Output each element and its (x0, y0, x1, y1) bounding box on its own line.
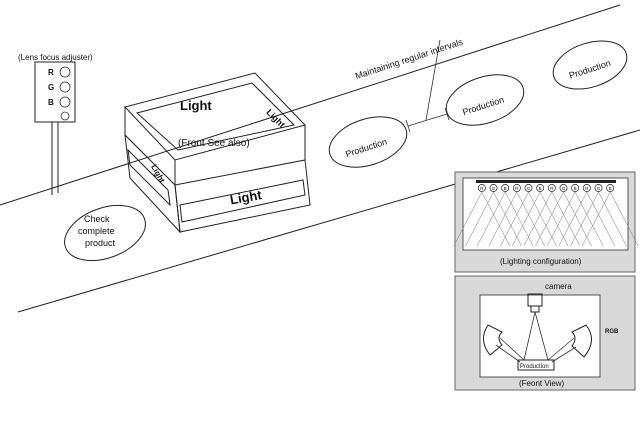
light-beam (523, 191, 553, 247)
led-7: R (547, 184, 556, 192)
indicator-b: B (48, 96, 71, 108)
light-beam (535, 191, 564, 247)
led-12: B (606, 184, 615, 192)
top-light-label: Light (180, 98, 212, 113)
light-beam (570, 191, 599, 247)
rgb-label: RGB (605, 329, 619, 335)
front-see-also-note: (Front See also) (178, 138, 250, 149)
light-beam (558, 191, 588, 247)
led-letter: B (609, 186, 612, 191)
right-lamp (547, 324, 592, 363)
led-letter: G (492, 186, 496, 191)
svg-text:G: G (48, 83, 54, 92)
indicator-empty (60, 111, 70, 121)
light-beam (586, 191, 616, 247)
led-letter: R (515, 186, 519, 191)
front-view-panel: camera Production RGB (Feont View) (454, 275, 636, 391)
led-letter: R (585, 186, 589, 191)
led-1: R (477, 184, 486, 192)
lighting-configuration-caption: (Lighting configuration) (500, 257, 582, 266)
production-item-3: Production (552, 40, 628, 90)
led-letter: R (550, 186, 554, 191)
led-bar (476, 180, 616, 183)
production-sample-label: Production (520, 364, 549, 370)
svg-text:R: R (48, 68, 54, 77)
lighting-box: Light Light (Front See also) Light Light (124, 72, 311, 234)
light-beam (609, 191, 639, 247)
led-5: G (524, 184, 533, 192)
check-complete-product: Check complete product (64, 204, 146, 262)
led-beams (453, 191, 639, 247)
light-beam (500, 191, 529, 247)
light-beam (511, 191, 541, 247)
svg-text:Production: Production (568, 58, 612, 81)
production-sample (517, 359, 555, 371)
production-item-1: Production (328, 116, 408, 168)
led-9: B (571, 184, 580, 192)
led-letter: G (562, 186, 566, 191)
led-11: G (594, 184, 603, 192)
led-letter: R (480, 186, 484, 191)
led-8: G (559, 184, 568, 192)
camera-label: camera (545, 282, 572, 291)
front-view-caption: (Feont View) (519, 379, 565, 388)
led-letter: G (597, 186, 601, 191)
led-3: B (501, 184, 510, 192)
interval-label: Maintaining regular intervals (354, 37, 465, 81)
svg-text:Production: Production (461, 94, 505, 117)
light-beam (581, 191, 611, 247)
front-light-label: Light (229, 187, 264, 207)
light-beam (453, 191, 483, 247)
led-letter: B (504, 186, 507, 191)
production-item-2: Production (445, 74, 525, 126)
indicator-r: R (48, 66, 71, 78)
light-beam (598, 191, 627, 247)
light-beam (465, 191, 494, 247)
conveyor-belt (0, 4, 640, 313)
led-4: R (512, 184, 521, 192)
check-line-1: Check (84, 214, 110, 224)
svg-text:Production: Production (344, 136, 388, 159)
svg-text:B: B (48, 98, 54, 107)
lighting-configuration-panel: R G B R G B R G B R G B (Lighting configuration) (453, 171, 639, 273)
light-beam (574, 191, 604, 247)
lens-focus-adjuster: (Lens focus adjuster) R G B (18, 53, 93, 195)
led-2: G (489, 184, 498, 192)
check-line-2: complete (78, 226, 115, 236)
check-line-3: product (85, 238, 116, 248)
light-beam (488, 191, 518, 247)
indicator-g: G (48, 81, 71, 93)
led-letter: B (574, 186, 577, 191)
led-6: B (536, 184, 545, 192)
led-letter: G (527, 186, 531, 191)
light-beam (546, 191, 576, 247)
light-beam (476, 191, 506, 247)
led-letter: B (539, 186, 542, 191)
led-10: R (582, 184, 591, 192)
left-lamp (483, 324, 525, 363)
lens-focus-adjuster-title: (Lens focus adjuster) (18, 53, 93, 62)
